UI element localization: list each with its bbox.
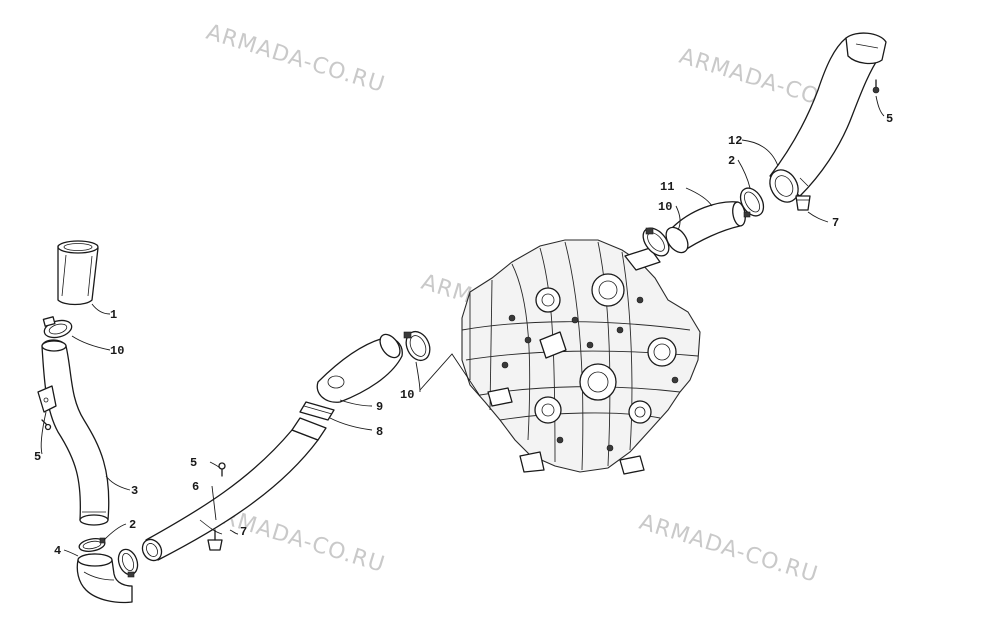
callout-4: 4 bbox=[54, 544, 61, 558]
hose-clamp-part-10-middle bbox=[403, 330, 431, 362]
leader-lines bbox=[40, 95, 885, 557]
callout-5-left: 5 bbox=[34, 450, 41, 464]
watermark-top-left: ARMADA-CO.RU bbox=[203, 20, 388, 98]
callout-5-top-right: 5 bbox=[886, 112, 893, 126]
watermark-bottom-right: ARMADA-CO.RU bbox=[636, 510, 821, 588]
upper-duct-part-12 bbox=[769, 32, 887, 203]
callout-7-middle: 7 bbox=[240, 525, 247, 539]
callout-3: 3 bbox=[131, 484, 138, 498]
screw-part-5-left bbox=[41, 419, 52, 431]
callout-10-top: 10 bbox=[658, 200, 672, 214]
hose-clamp-part-10-left bbox=[42, 316, 73, 339]
callout-8: 8 bbox=[376, 425, 383, 439]
callout-12: 12 bbox=[728, 134, 742, 148]
engine-assembly bbox=[461, 239, 701, 475]
elbow-part-4 bbox=[76, 553, 133, 604]
callout-9: 9 bbox=[376, 400, 383, 414]
callout-10-middle: 10 bbox=[400, 388, 414, 402]
push-pin-part-7-middle bbox=[207, 529, 223, 551]
coupler-part-11 bbox=[665, 201, 746, 254]
callout-10-left: 10 bbox=[110, 344, 124, 358]
callout-labels: 1 10 5 3 2 4 5 6 7 9 8 10 10 11 2 12 5 7 bbox=[34, 112, 893, 558]
callout-6: 6 bbox=[192, 480, 199, 494]
intake-snorkel-part-1 bbox=[57, 240, 99, 306]
callout-7-top-right: 7 bbox=[832, 216, 839, 230]
callout-11: 11 bbox=[660, 180, 674, 194]
callout-5-middle: 5 bbox=[190, 456, 197, 470]
callout-1: 1 bbox=[110, 308, 117, 322]
coupler-part-8 bbox=[299, 401, 335, 421]
upper-duct-part-9 bbox=[316, 333, 403, 403]
hose-clamp-elbow bbox=[117, 548, 139, 578]
hose-clamp-part-2-top bbox=[739, 187, 765, 218]
hose-clamp-part-10-top bbox=[642, 227, 670, 257]
screw-part-5-top-right bbox=[872, 79, 880, 94]
hose-clamp-part-2-left bbox=[78, 537, 106, 552]
screw-part-5-middle bbox=[218, 462, 226, 477]
push-pin-part-7-top-right bbox=[795, 195, 811, 211]
intake-duct-part-3 bbox=[37, 339, 110, 526]
callout-2-left: 2 bbox=[129, 518, 136, 532]
long-duct-part-6 bbox=[141, 417, 327, 562]
callout-2-top: 2 bbox=[728, 154, 735, 168]
